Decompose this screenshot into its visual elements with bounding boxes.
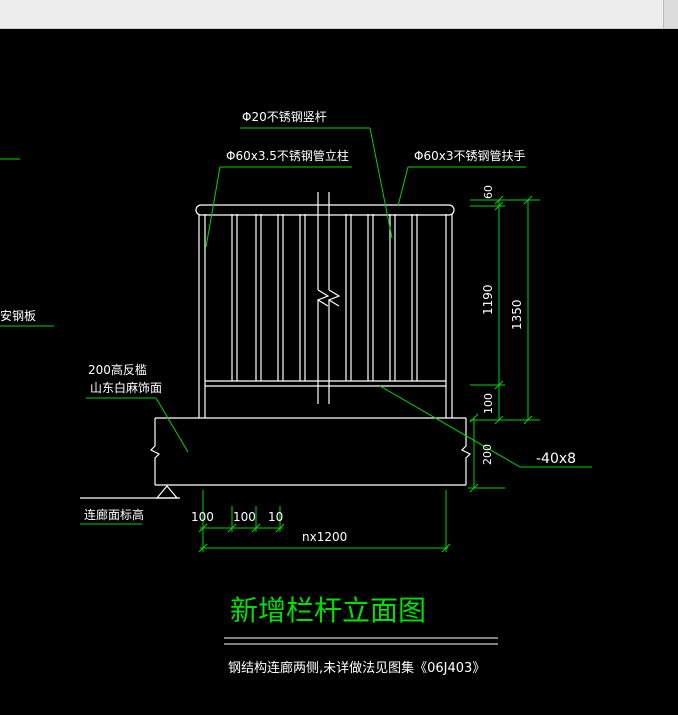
- leaders-and-dimensions: [0, 127, 592, 553]
- dim-100-b: 100: [233, 510, 256, 524]
- title-underlines: [224, 637, 498, 645]
- dim-1190: 1190: [481, 284, 495, 315]
- annotation-flat-bar: -40x8: [536, 451, 576, 467]
- dim-100-right: 100: [482, 393, 495, 414]
- dim-200: 200: [481, 444, 494, 465]
- dim-60: 60: [482, 185, 495, 199]
- dim-10: 10: [268, 510, 283, 524]
- annotation-curb-line2: 山东白麻饰面: [90, 380, 162, 395]
- annotation-base-label: 连廊面标高: [84, 507, 144, 522]
- elevation-marker-icon: [155, 485, 179, 499]
- annotation-rod: Φ20不锈钢竖杆: [242, 110, 327, 124]
- railing-structure: [80, 192, 472, 499]
- annotation-left-plate: 安钢板: [0, 308, 36, 323]
- drawing-title: 新增栏杆立面图: [230, 594, 426, 627]
- drawing-note: 钢结构连廊两侧,未详做法见图集《06J403》: [228, 660, 485, 676]
- viewer-top-bar: [0, 0, 678, 29]
- dim-nx1200: nx1200: [302, 530, 347, 544]
- dim-1350: 1350: [510, 299, 524, 330]
- curb-right-break: [460, 418, 472, 485]
- balusters: [231, 214, 418, 381]
- curb-left-break: [149, 418, 161, 485]
- annotation-handrail: Φ60x3不锈钢管扶手: [414, 148, 525, 163]
- handrail: [195, 204, 455, 216]
- dim-100-a: 100: [191, 510, 214, 524]
- break-post: [316, 192, 341, 404]
- annotation-post: Φ60x3.5不锈钢管立柱: [226, 148, 349, 163]
- scrollbar-corner[interactable]: [663, 0, 678, 28]
- annotation-curb-line1: 200高反槛: [88, 362, 147, 377]
